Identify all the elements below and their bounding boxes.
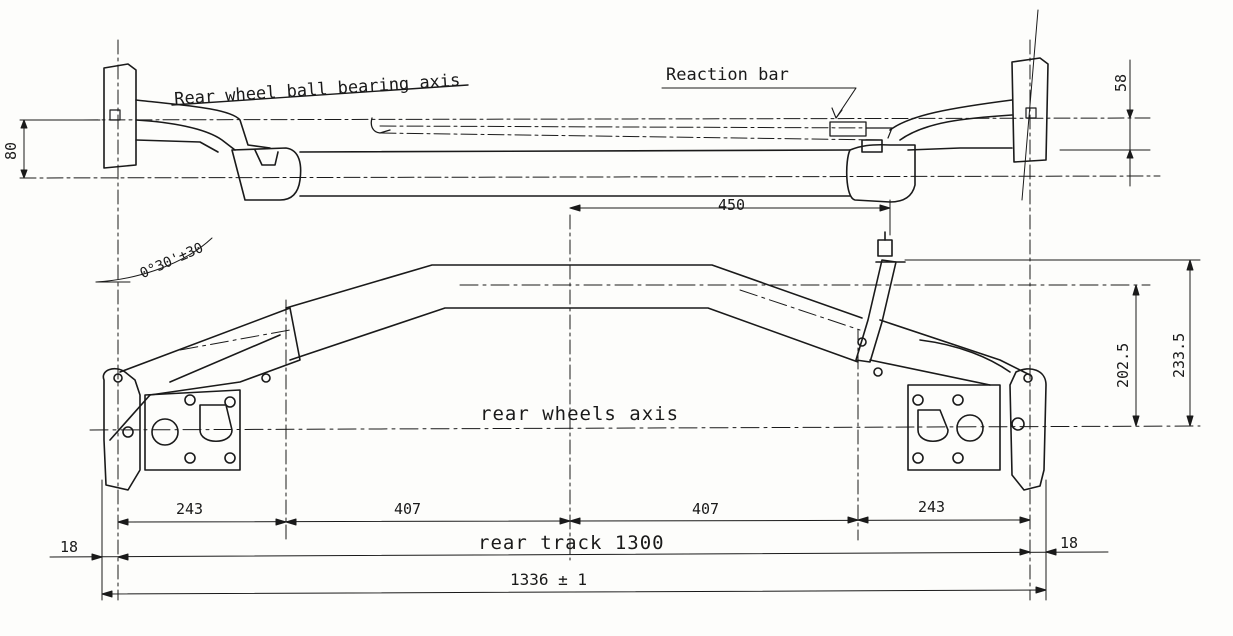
dim-450: 450 bbox=[718, 196, 746, 214]
dim-58: 58 bbox=[1112, 73, 1130, 92]
label-rear-track: rear track 1300 bbox=[478, 532, 665, 554]
bottom-view-axis-lines bbox=[89, 284, 1201, 431]
dim-233-5-lines bbox=[1186, 259, 1194, 427]
bottom-view-axle bbox=[102, 231, 1047, 491]
dim-243-right: 243 bbox=[918, 498, 946, 516]
angle-arc bbox=[95, 237, 213, 283]
label-reaction-bar: Reaction bar bbox=[666, 65, 789, 85]
dim-202-5: 202.5 bbox=[1114, 342, 1132, 388]
dim-80-lines bbox=[19, 119, 101, 179]
dim-450-lines bbox=[569, 199, 891, 236]
tilted-axis-line bbox=[1021, 9, 1039, 201]
dim-407-right: 407 bbox=[692, 500, 720, 518]
dim-overall-lines bbox=[101, 586, 1047, 598]
top-view-axis-lines bbox=[19, 117, 1161, 179]
vertical-reference-lines bbox=[117, 39, 1031, 601]
dim-chain-lines bbox=[117, 516, 1031, 526]
dim-407-left: 407 bbox=[394, 500, 422, 518]
dim-18-left: 18 bbox=[60, 538, 79, 556]
dim-1336: 1336 ± 1 bbox=[510, 570, 588, 589]
dim-243-left: 243 bbox=[176, 500, 204, 518]
dim-80: 80 bbox=[2, 141, 20, 160]
reaction-bar-leader bbox=[807, 87, 857, 119]
dim-track-lines bbox=[49, 479, 1109, 601]
dim-233-5: 233.5 bbox=[1170, 332, 1188, 378]
label-rear-wheels-axis: rear wheels axis bbox=[480, 403, 680, 425]
dim-18-right: 18 bbox=[1060, 534, 1079, 552]
dim-202-5-lines bbox=[1132, 284, 1140, 427]
dim-58-lines bbox=[1059, 59, 1151, 187]
top-view-axle bbox=[103, 57, 1049, 203]
bearing-axis-underline bbox=[171, 84, 469, 106]
